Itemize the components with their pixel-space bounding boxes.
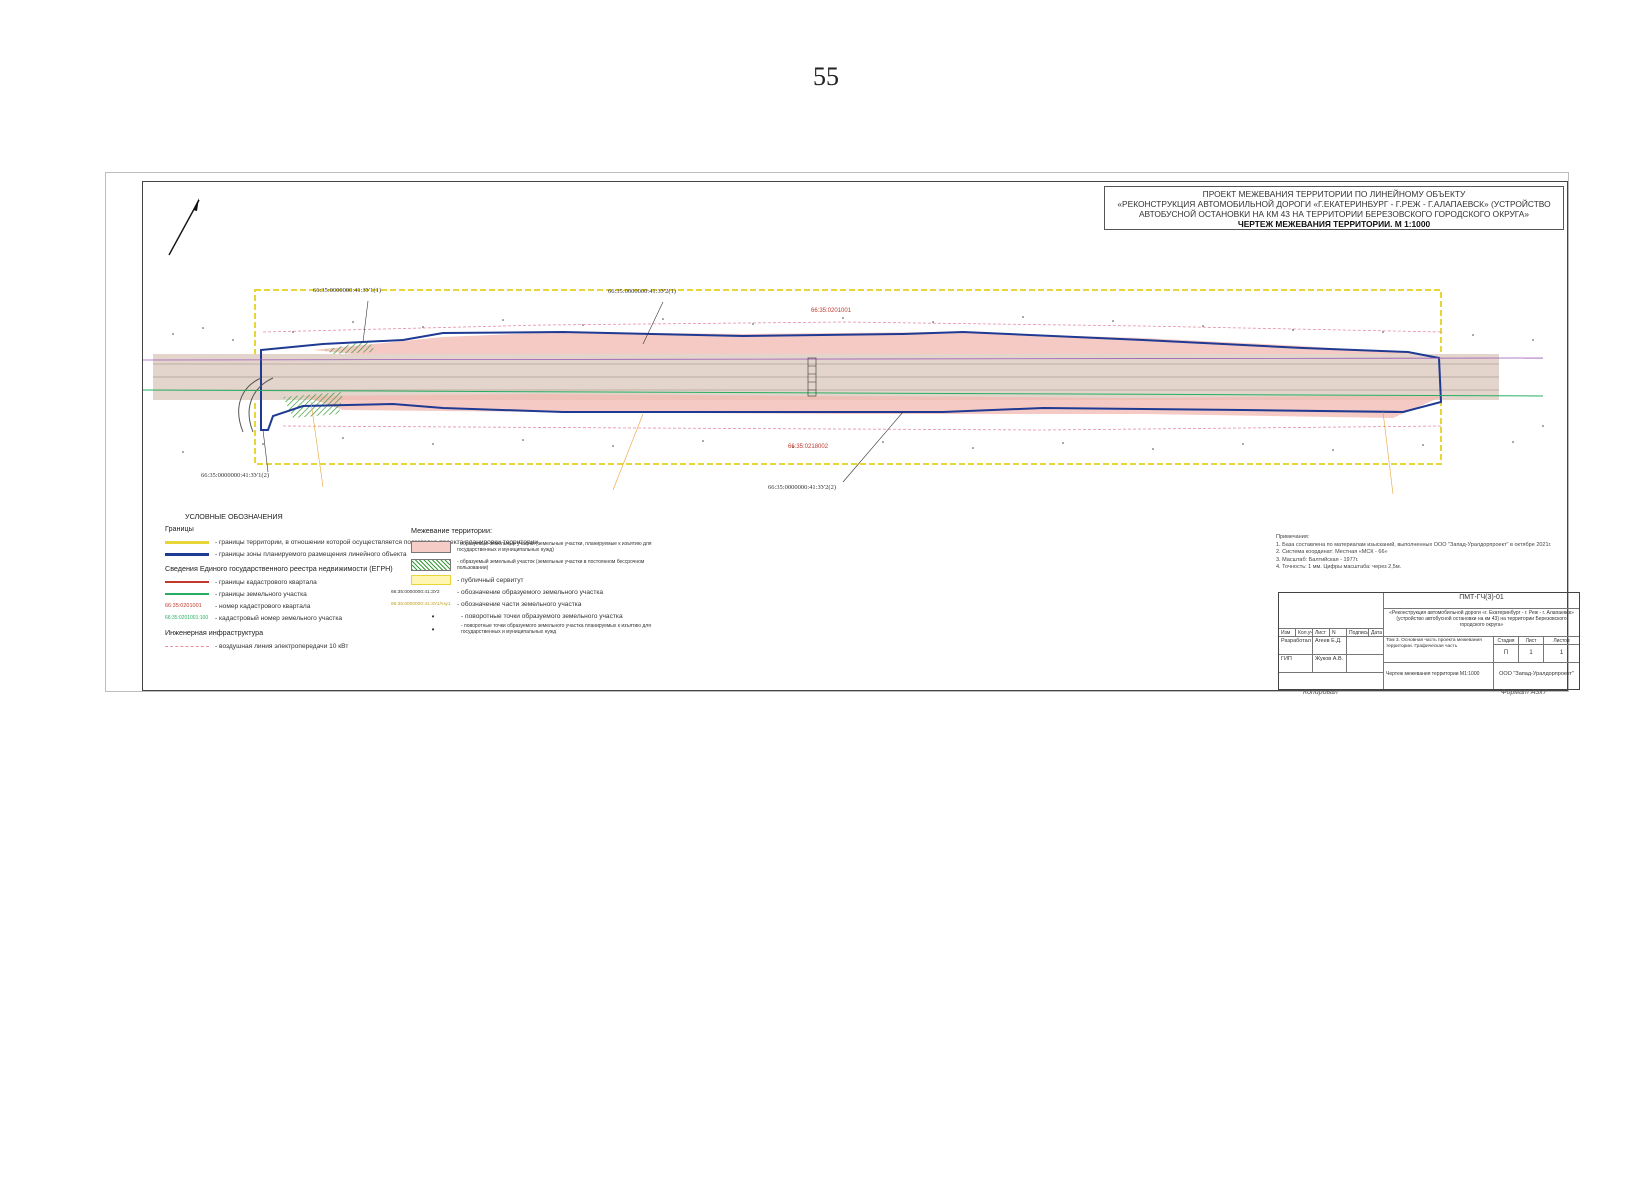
title-line-1: ПРОЕКТ МЕЖЕВАНИЯ ТЕРРИТОРИИ ПО ЛИНЕЙНОМУ…: [1202, 189, 1466, 199]
legend-survey-title: Межевание территории:: [411, 526, 492, 535]
legend-left: УСЛОВНЫЕ ОБОЗНАЧЕНИЯ Границы - границы т…: [165, 512, 538, 652]
legend-egrn-title: Сведения Единого государственного реестр…: [165, 564, 393, 573]
copied-label: Копировал: [1303, 689, 1338, 696]
parcel-zu1-upper: [313, 332, 1433, 358]
legend-eng-title: Инженерная инфраструктура: [165, 628, 264, 637]
label-zu1-1: 66:35:0000000:41:ЗУ1(1): [313, 287, 381, 294]
title-line-2: «РЕКОНСТРУКЦИЯ АВТОМОБИЛЬНОЙ ДОРОГИ «Г.Е…: [1117, 199, 1551, 209]
placement-zone-boundary: [260, 330, 1443, 431]
signature: [1347, 637, 1384, 655]
legend-item: - границы кадастрового квартала: [165, 576, 395, 588]
label-quarter-1: 66:35:0201001: [811, 308, 852, 314]
legend-item: 66:35:0000000:41:ЗУ1/чзу1- обозначение ч…: [391, 600, 582, 608]
notes-block: Примечания: 1. База составлена по матери…: [1276, 534, 1552, 570]
page-number: 55: [813, 62, 839, 91]
legend-item: - воздушная линия электропередачи 10 кВт: [165, 640, 395, 652]
legend-item: - границы территории, в отношении которо…: [165, 536, 538, 548]
parcel-zu2-lower: [303, 394, 1443, 418]
legend-item: - границы зоны планируемого размещения л…: [165, 548, 407, 560]
label-zu1-2: 66:35:0000000:41:ЗУ1(2): [201, 472, 269, 479]
north-arrow-icon: [168, 198, 200, 256]
drawing-sheet: 66:35:0000000:41:ЗУ1(1) 66:35:0000000:41…: [105, 172, 1580, 696]
legend-item: - образуемый земельный участок (земельны…: [411, 556, 671, 574]
legend-item: - образуемые земельные участки (земельны…: [411, 538, 671, 556]
legend-item: •- поворотные точки образуемого земельно…: [431, 623, 651, 635]
legend-borders-title: Границы: [165, 524, 194, 533]
format-label: Формат А3х7: [1501, 689, 1547, 696]
legend-header: УСЛОВНЫЕ ОБОЗНАЧЕНИЯ: [185, 512, 283, 521]
stamp-code: ПМТ-ГЧ(3)-01: [1384, 593, 1579, 609]
title-line-4: ЧЕРТЕЖ МЕЖЕВАНИЯ ТЕРРИТОРИИ. М 1:1000: [1237, 219, 1431, 229]
stamp-project: «Реконструкция автомобильной дороги «г. …: [1384, 609, 1579, 637]
legend-item: 66:35:0000000:41:ЗУ2- обозначение образу…: [391, 588, 604, 596]
drawing-frame: 66:35:0000000:41:ЗУ1(1) 66:35:0000000:41…: [142, 181, 1580, 696]
title-stamp: ПМТ-ГЧ(3)-01 «Реконструкция автомобильно…: [1278, 592, 1580, 690]
label-zu2-2: 66:35:0000000:41:ЗУ2(2): [768, 484, 836, 491]
legend-item: - границы земельного участка: [165, 588, 395, 600]
drawing-title-block: ПРОЕКТ МЕЖЕВАНИЯ ТЕРРИТОРИИ ПО ЛИНЕЙНОМУ…: [1104, 186, 1564, 230]
legend-item: 66:35:0201001- номер кадастрового кварта…: [165, 602, 311, 610]
cadastral-map: [143, 198, 1544, 495]
label-quarter-2: 66:35:0218002: [788, 444, 829, 450]
legend-survey: Межевание территории: - образуемые земел…: [391, 526, 671, 636]
hatched-parcel: [325, 340, 375, 354]
legend-item: 66:35:0201001:100- кадастровый номер зем…: [165, 614, 343, 622]
legend-item: - публичный сервитут: [411, 574, 671, 586]
label-zu2-1: 66:35:0000000:41:ЗУ2(1): [608, 288, 676, 295]
title-line-3: АВТОБУСНОЙ ОСТАНОВКИ НА КМ 43 НА ТЕРРИТО…: [1138, 209, 1530, 219]
legend-item: •- поворотные точки образуемого земельно…: [431, 611, 623, 621]
